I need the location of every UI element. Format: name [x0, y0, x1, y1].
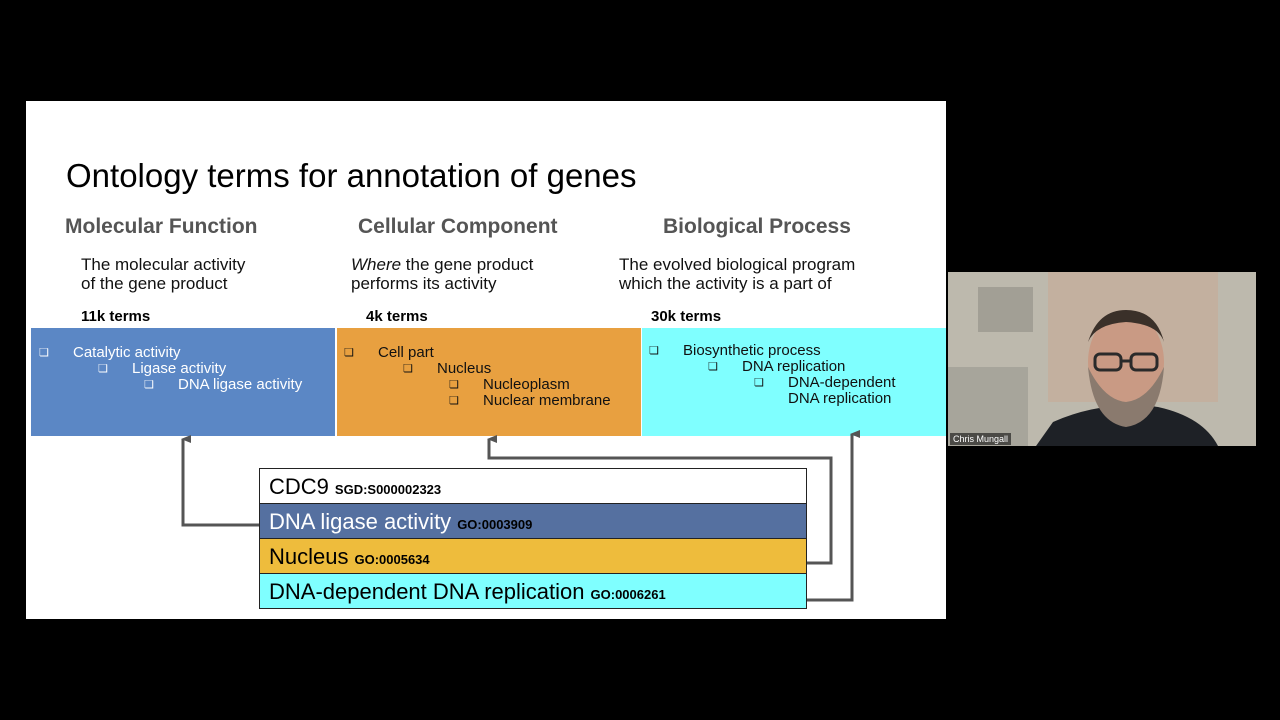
term-count-cc: 4k terms: [366, 308, 428, 325]
row-label: Nucleus: [269, 544, 349, 569]
term-item: DNA ligase activity: [178, 376, 303, 393]
gene-row: CDC9 SGD:S000002323: [259, 468, 807, 504]
term-item: Nuclear membrane: [483, 392, 611, 409]
checkbox-icon: ❏: [344, 347, 354, 359]
annotation-row-molecular-function: DNA ligase activity GO:0003909: [259, 503, 807, 539]
heading-molecular-function: Molecular Function: [65, 215, 258, 238]
annotation-name: DNA ligase activity GO:0003909: [269, 509, 532, 535]
desc-line: performs its activity: [351, 274, 497, 293]
biological-process-box: ❏ Biosynthetic process ❏ DNA replication…: [642, 328, 946, 436]
annotation-name: Nucleus GO:0005634: [269, 544, 430, 570]
desc-line: which the activity is a part of: [619, 274, 832, 293]
desc-line: Where the gene product: [351, 255, 533, 274]
checkbox-icon: ❏: [449, 379, 459, 391]
desc-line: of the gene product: [81, 274, 228, 293]
checkbox-icon: ❏: [708, 361, 718, 373]
checkbox-icon: ❏: [98, 363, 108, 375]
annotation-row-cellular-component: Nucleus GO:0005634: [259, 538, 807, 574]
arrow-to-molecular-function: [181, 435, 259, 527]
slide-title: Ontology terms for annotation of genes: [66, 157, 637, 194]
term-item: Cell part: [378, 344, 434, 361]
annotation-name: DNA-dependent DNA replication GO:0006261: [269, 579, 666, 605]
term-item: DNA replication: [788, 390, 892, 407]
term-item: Ligase activity: [132, 360, 227, 377]
desc-line: The evolved biological program: [619, 255, 856, 274]
checkbox-icon: ❏: [403, 363, 413, 375]
row-label: CDC9: [269, 474, 329, 499]
checkbox-icon: ❏: [754, 377, 764, 389]
gene-name: CDC9 SGD:S000002323: [269, 474, 441, 500]
participant-name-label: Chris Mungall: [950, 433, 1012, 445]
term-item: DNA-dependent: [788, 374, 896, 391]
desc-molecular-function: The molecular activity of the gene produ…: [81, 255, 245, 293]
participant-video-feed: [948, 272, 1256, 446]
term-item: Biosynthetic process: [683, 342, 821, 359]
row-id: GO:0003909: [457, 517, 533, 532]
checkbox-icon: ❏: [649, 345, 659, 357]
row-id: GO:0005634: [354, 552, 430, 567]
row-label: DNA ligase activity: [269, 509, 452, 534]
desc-line: The molecular activity: [81, 255, 246, 274]
term-item: Nucleoplasm: [483, 376, 570, 393]
heading-biological-process: Biological Process: [663, 215, 851, 238]
cellular-component-box: ❏ Cell part ❏ Nucleus ❏ Nucleoplasm ❏ Nu…: [337, 328, 641, 436]
desc-text: the gene product: [401, 255, 534, 274]
row-label: DNA-dependent DNA replication: [269, 579, 585, 604]
checkbox-icon: ❏: [144, 379, 154, 391]
heading-cellular-component: Cellular Component: [358, 215, 558, 238]
participant-video-tile[interactable]: Chris Mungall: [948, 272, 1256, 446]
desc-emphasis: Where: [351, 255, 402, 274]
connector-arrows: [181, 430, 860, 602]
term-item: DNA replication: [742, 358, 846, 375]
term-count-mf: 11k terms: [81, 308, 151, 325]
arrow-to-cellular-component: [487, 435, 833, 565]
molecular-function-box: ❏ Catalytic activity ❏ Ligase activity ❏…: [31, 328, 335, 436]
desc-biological-process: The evolved biological program which the…: [619, 255, 855, 293]
row-id: GO:0006261: [590, 587, 666, 602]
term-count-bp: 30k terms: [651, 308, 722, 325]
checkbox-icon: ❏: [449, 395, 459, 407]
row-id: SGD:S000002323: [334, 482, 442, 497]
checkbox-icon: ❏: [39, 347, 49, 359]
presentation-slide: Ontology terms for annotation of genes M…: [26, 101, 946, 619]
term-item: Catalytic activity: [73, 344, 181, 361]
term-item: Nucleus: [437, 360, 492, 377]
desc-cellular-component: Where the gene product performs its acti…: [351, 255, 533, 293]
arrow-to-biological-process: [807, 430, 860, 602]
annotation-row-biological-process: DNA-dependent DNA replication GO:0006261: [259, 573, 807, 609]
